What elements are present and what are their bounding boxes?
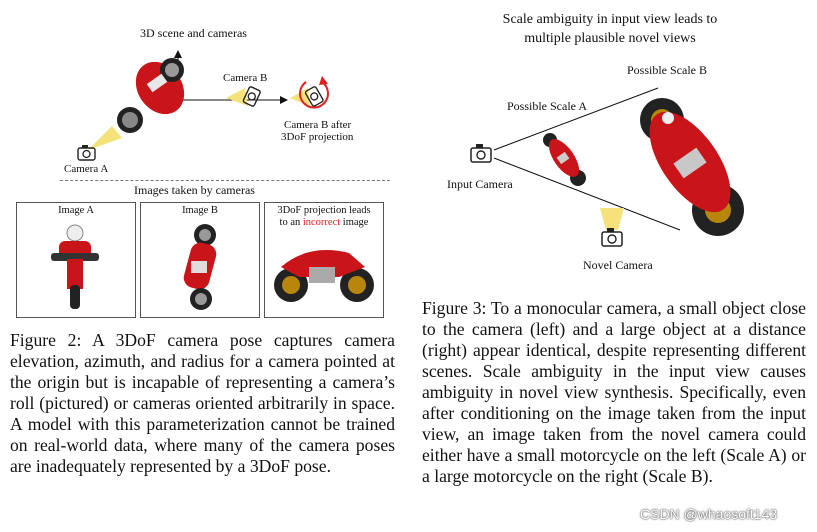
fig3-title-line-2: multiple plausible novel views [524, 31, 696, 46]
image-c-label-1: 3DoF projection leads [277, 205, 371, 216]
image-c-label-2-pre: to an [279, 217, 303, 228]
frustum-lower-line [493, 157, 681, 231]
image-b-label: Image B [182, 205, 218, 216]
input-camera-label: Input Camera [447, 177, 513, 191]
camera-b-icon [242, 86, 261, 107]
camera-b-after-label-1: Camera B after [284, 119, 352, 131]
roll-arrowhead-icon [319, 76, 328, 85]
figure-2-caption: Figure 2: A 3DoF camera pose captures ca… [10, 330, 395, 476]
camera-a-icon [77, 145, 96, 161]
camera-b-label: Camera B [223, 72, 268, 84]
figure-3-caption: Figure 3: To a monocular camera, a small… [422, 298, 806, 486]
large-motorcycle-icon [640, 98, 744, 236]
divider [60, 180, 390, 181]
image-c-label-2-post: image [340, 217, 369, 228]
fig2-title: 3D scene and cameras [140, 26, 247, 40]
motorcycle-side-icon [274, 250, 374, 302]
incorrect-word: incorrect [302, 217, 341, 228]
fig2-scene [77, 50, 329, 161]
image-a-panel: Image A [16, 202, 136, 318]
input-camera-icon [470, 144, 492, 163]
novel-camera-icon [601, 228, 623, 247]
motorcycle-front-icon [51, 224, 99, 309]
motorcycle-rolled-icon [183, 224, 217, 310]
camera-b-light-cone [226, 88, 248, 106]
watermark: CSDN @whaosoft143 [640, 506, 778, 522]
y-axis-arrowhead [174, 50, 182, 58]
image-c-label-2: to an incorrect image [265, 217, 383, 229]
camera-a-label: Camera A [64, 163, 109, 175]
x-axis-arrowhead [280, 96, 288, 104]
novel-camera-label: Novel Camera [583, 258, 653, 272]
camera-b-after-icon [304, 86, 324, 107]
camera-a-light-cone [88, 126, 122, 150]
fig3-title: Scale ambiguity in input view leads to m… [440, 10, 780, 48]
fig3-title-line-1: Scale ambiguity in input view leads to [502, 12, 718, 27]
image-b-panel: Image B [140, 202, 260, 318]
small-motorcycle-icon [543, 133, 586, 186]
possible-scale-b-label: Possible Scale B [627, 63, 707, 77]
images-heading: Images taken by cameras [134, 183, 255, 197]
fig3-scene [470, 87, 744, 247]
roll-arrow-icon [299, 81, 329, 109]
image-c-panel: 3DoF projection leads to an incorrect im… [264, 202, 384, 318]
frustum-upper-line [493, 87, 659, 151]
image-a-label: Image A [58, 205, 94, 216]
possible-scale-a-label: Possible Scale A [507, 99, 587, 113]
motorcycle-icon [117, 58, 185, 133]
novel-camera-light-cone [600, 208, 624, 230]
camera-b-after-label-2: 3DoF projection [281, 131, 354, 143]
